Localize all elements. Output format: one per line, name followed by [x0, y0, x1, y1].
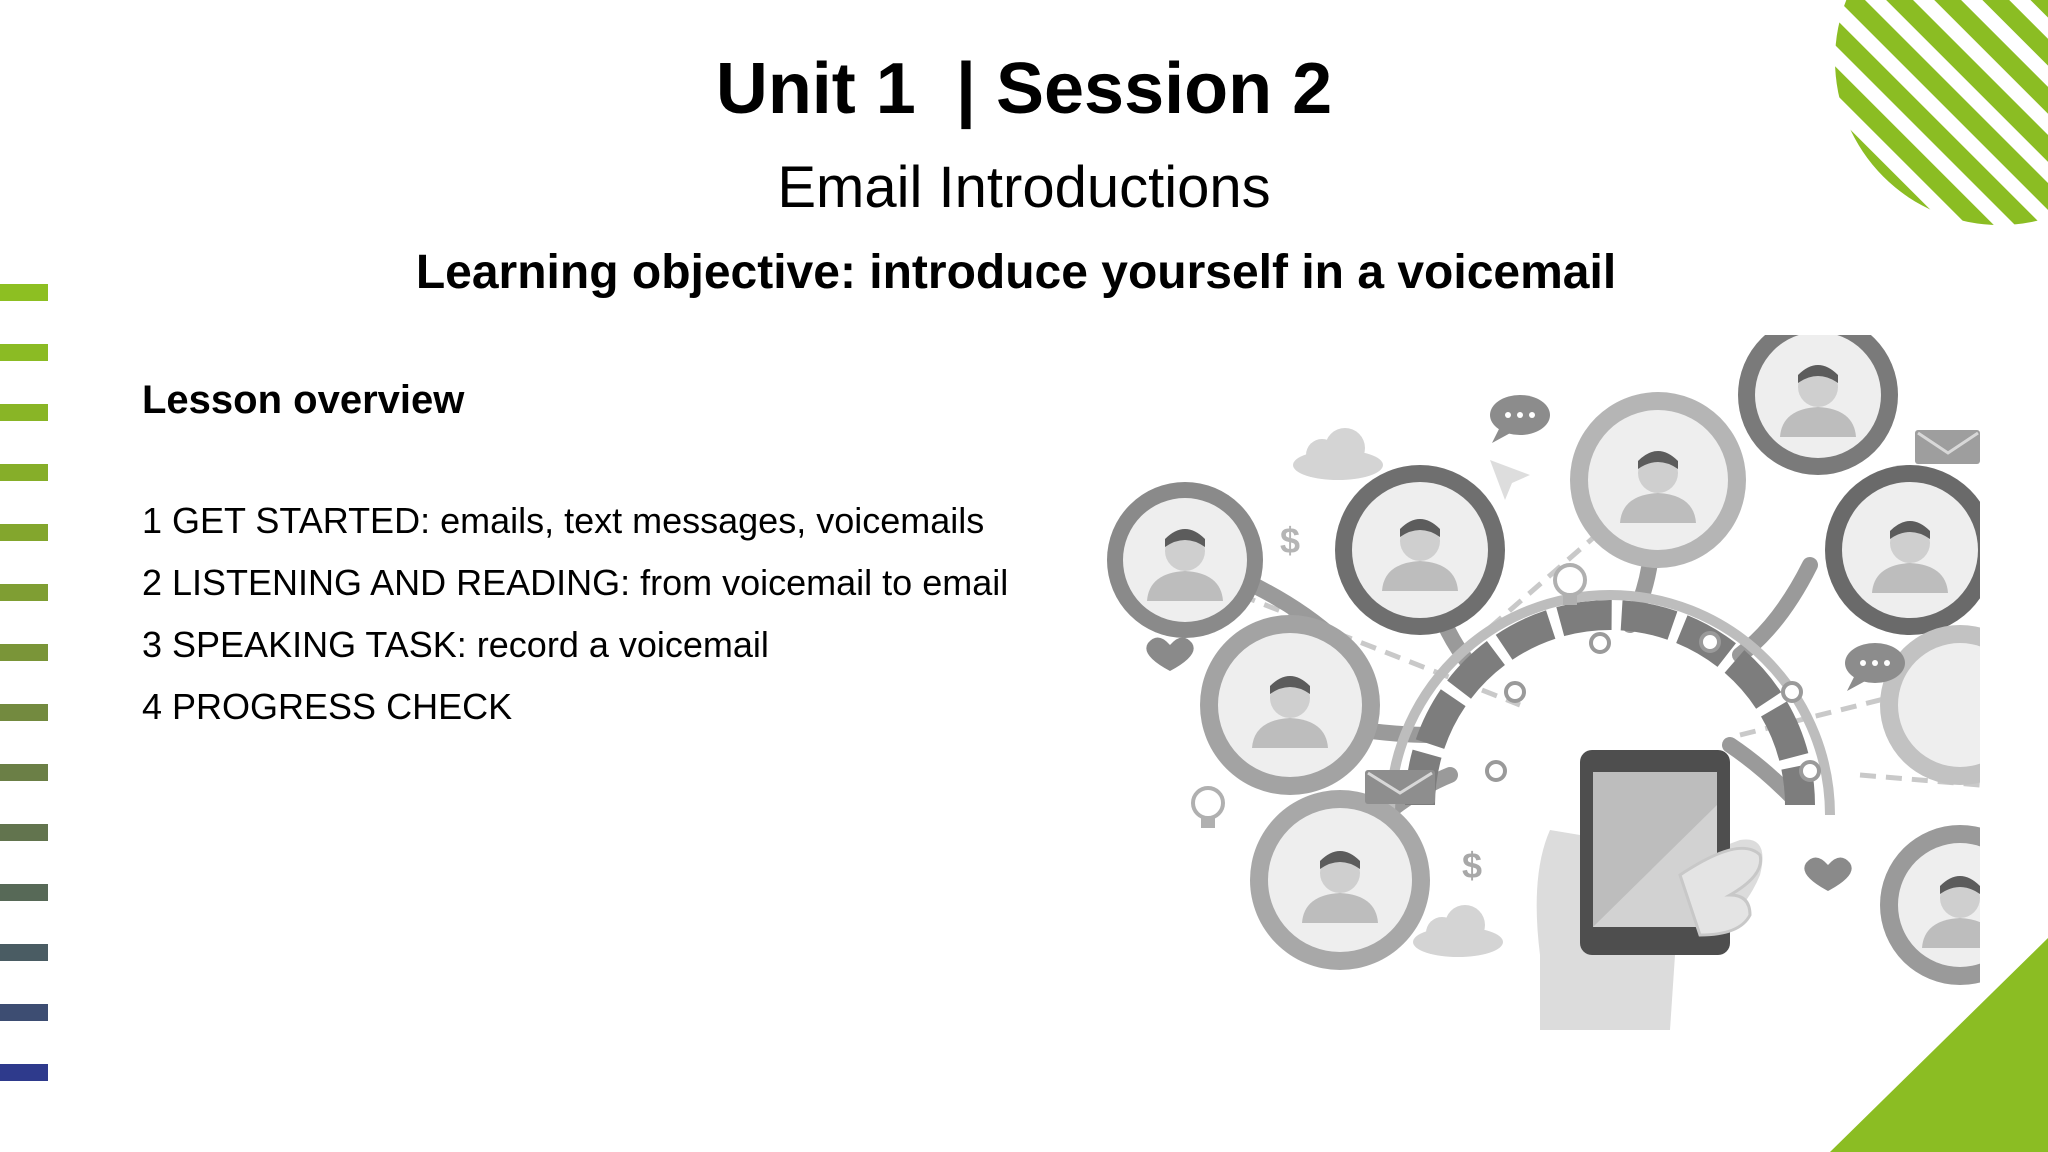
- lesson-item: 4 PROGRESS CHECK: [142, 686, 513, 727]
- heart-icon: [1804, 857, 1852, 891]
- dash: [0, 584, 48, 601]
- chat-bubble-icon: [1845, 643, 1905, 691]
- slide-subtitle: Email Introductions: [777, 155, 1271, 220]
- dash: [0, 524, 48, 541]
- cloud-icon: [1293, 428, 1383, 480]
- chat-bubble-icon: [1490, 395, 1550, 443]
- lightbulb-icon: [1191, 786, 1225, 828]
- lesson-item: 1 GET STARTED: emails, text messages, vo…: [142, 500, 985, 541]
- envelope-icon: [1365, 770, 1435, 804]
- cursor-icon: [1490, 460, 1530, 500]
- dash: [0, 644, 48, 661]
- envelope-icon: [1915, 430, 1980, 464]
- cloud-icon: [1413, 905, 1503, 957]
- dash: [0, 464, 48, 481]
- dash: [0, 284, 48, 301]
- green-corner-triangle: [1830, 938, 2048, 1152]
- lesson-item: 3 SPEAKING TASK: record a voicemail: [142, 624, 769, 665]
- dash: [0, 1004, 48, 1021]
- slide-title: Unit 1 | Session 2: [715, 49, 1333, 129]
- striped-circle-decoration: [1835, 0, 2048, 225]
- dash: [0, 404, 48, 421]
- lesson-item: 2 LISTENING AND READING: from voicemail …: [142, 562, 1009, 603]
- dash: [0, 884, 48, 901]
- dash: [0, 764, 48, 781]
- left-dash-decoration: [0, 284, 48, 1081]
- dash: [0, 704, 48, 721]
- dash: [0, 1064, 48, 1081]
- dash: [0, 824, 48, 841]
- network-illustration: $ $: [1107, 335, 1980, 1030]
- dollar-icon: $: [1462, 845, 1482, 886]
- dollar-icon: $: [1280, 520, 1300, 561]
- lightbulb-icon: [1553, 563, 1587, 605]
- lesson-overview-heading: Lesson overview: [142, 378, 465, 422]
- lesson-list: 1 GET STARTED: emails, text messages, vo…: [142, 500, 1022, 748]
- learning-objective: Learning objective: introduce yourself i…: [415, 246, 1617, 299]
- heart-icon: [1146, 637, 1194, 671]
- dash: [0, 944, 48, 961]
- dash: [0, 344, 48, 361]
